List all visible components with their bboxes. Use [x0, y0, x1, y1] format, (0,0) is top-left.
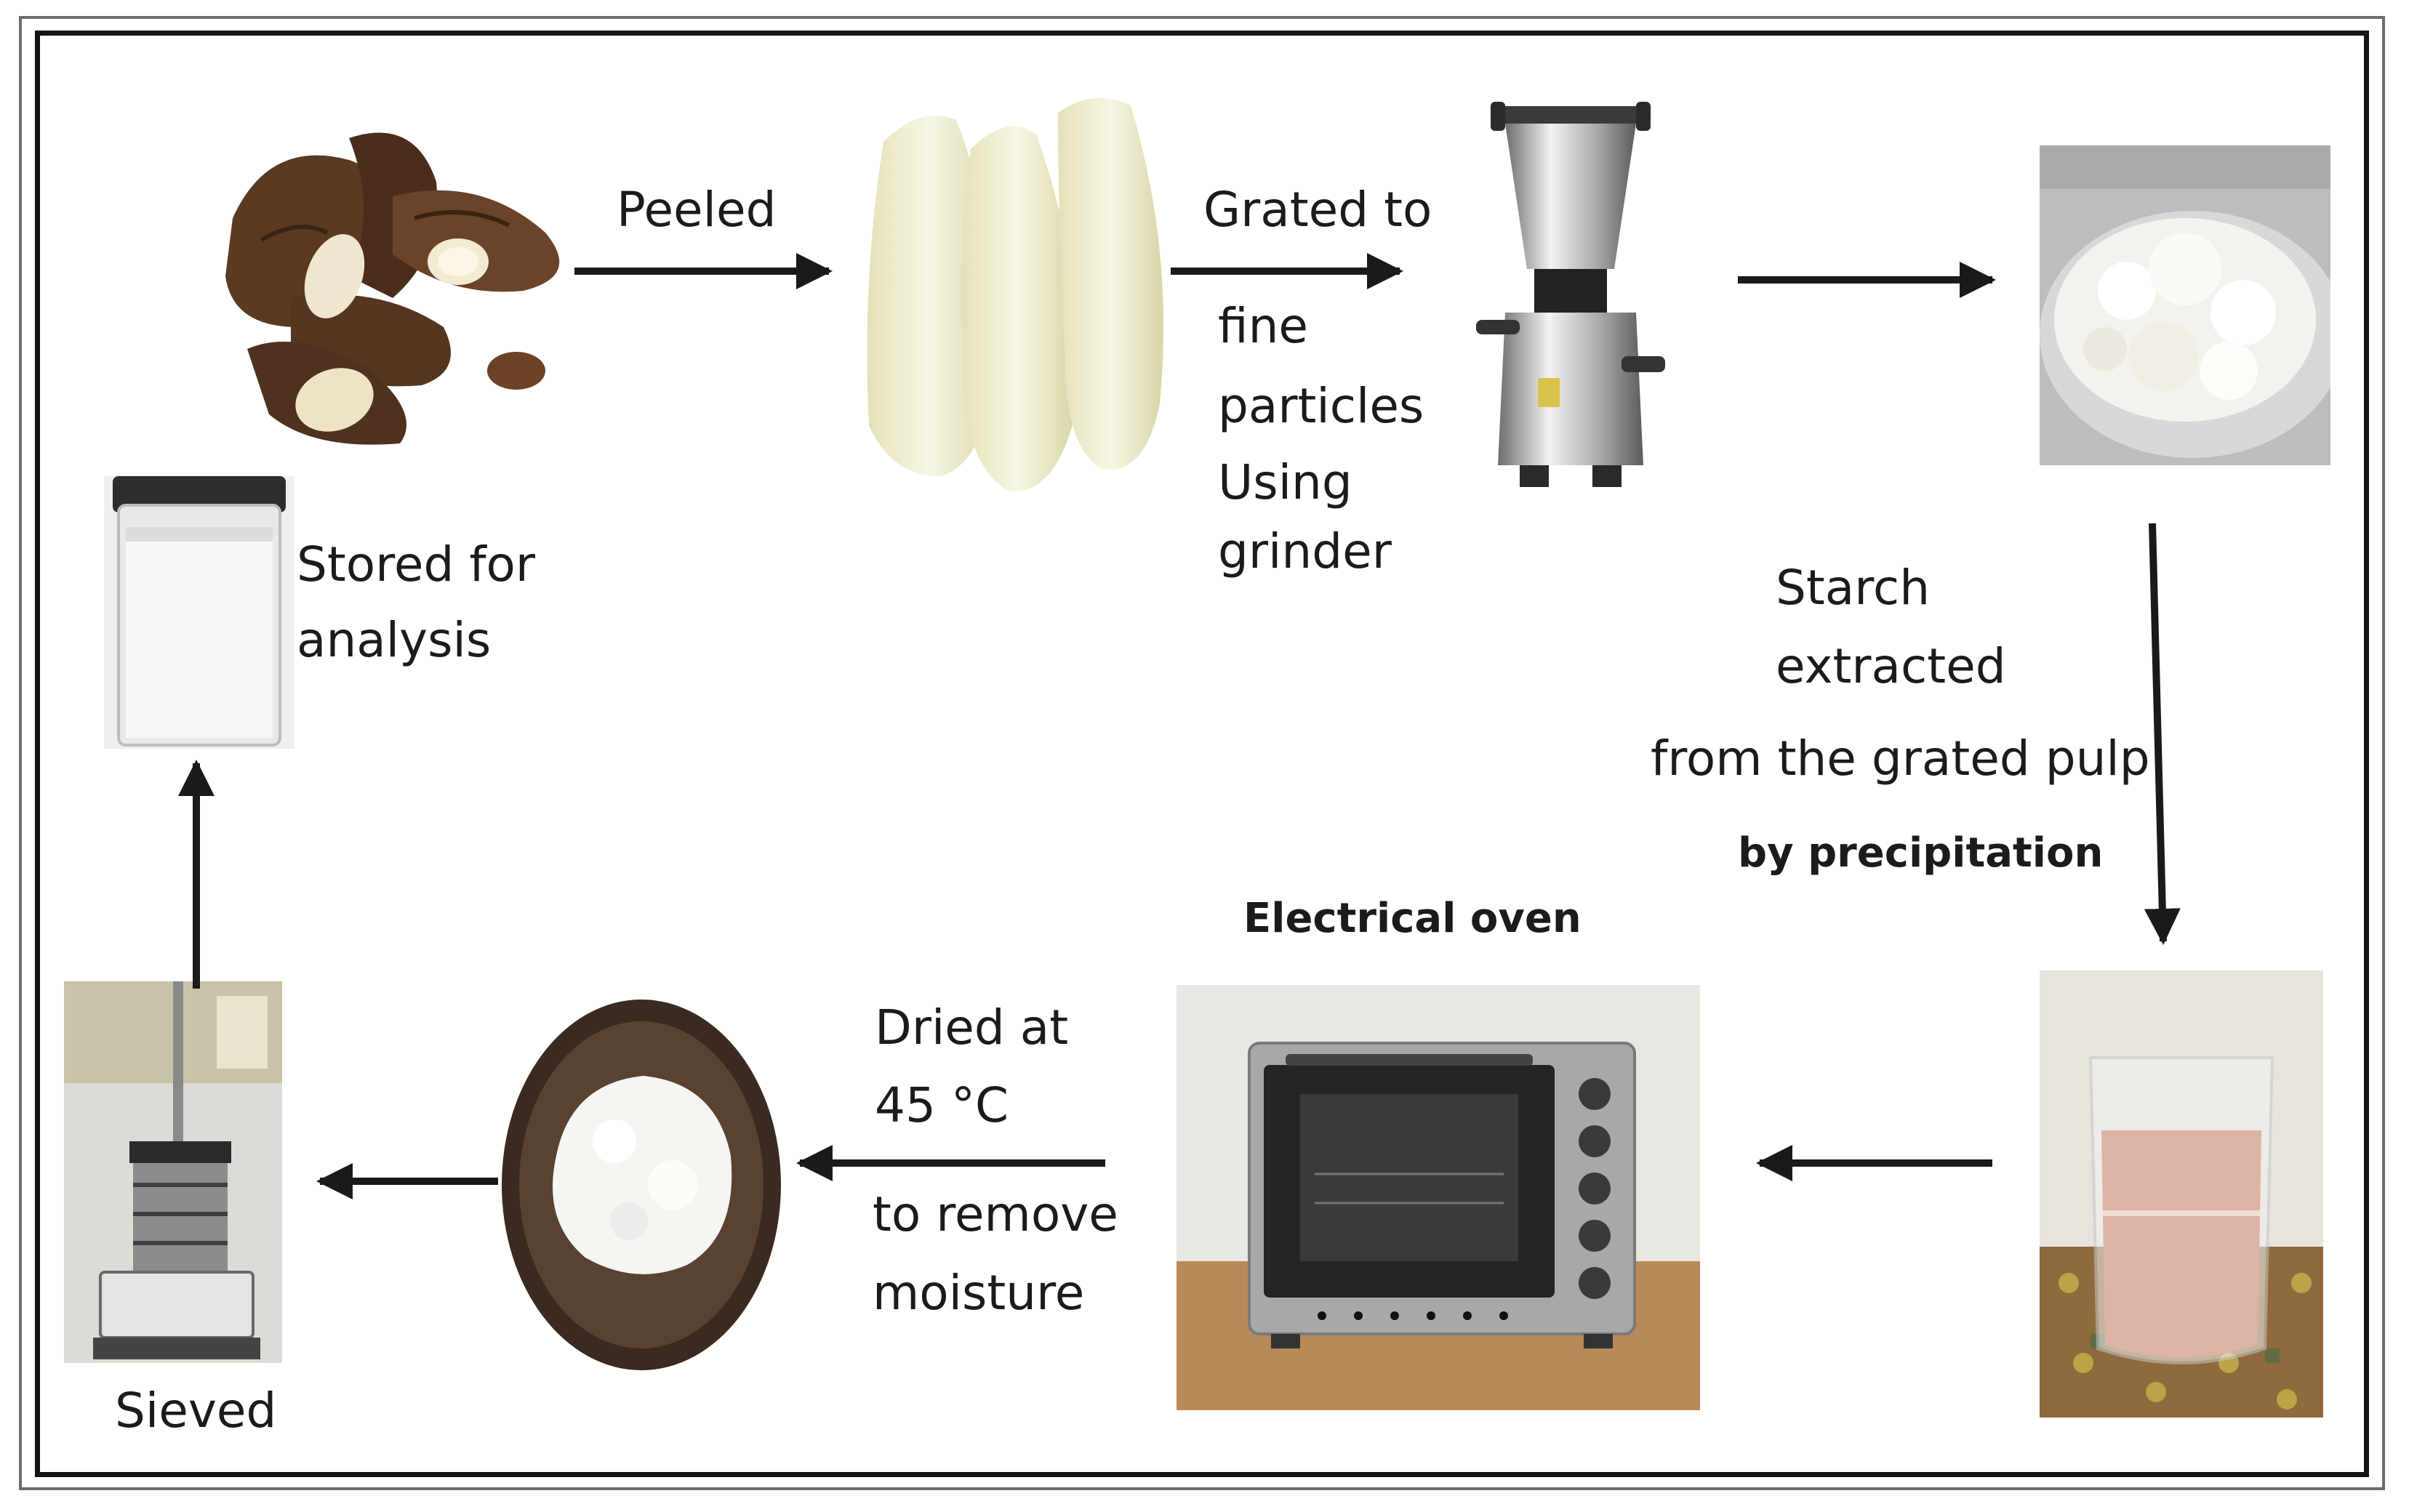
- label-grated-line2: fine: [1218, 298, 1309, 354]
- label-stored-line1: Stored for: [297, 536, 536, 592]
- label-dried-line4: moisture: [873, 1265, 1085, 1321]
- starch-beaker-image: [2040, 970, 2323, 1418]
- label-starch-line2: extracted: [1776, 638, 2006, 694]
- label-dried-line1: Dried at: [875, 1000, 1069, 1055]
- peeled-cassava-image: [854, 84, 1174, 505]
- label-starch-line4: by precipitation: [1738, 829, 2104, 877]
- label-starch-line1: Starch: [1776, 560, 1931, 616]
- dried-starch-bowl-image: [498, 996, 785, 1374]
- grinder-image: [1476, 102, 1665, 494]
- label-dried-line3: to remove: [873, 1186, 1118, 1242]
- grated-pulp-image: [2040, 145, 2330, 465]
- label-dried-line2: 45 °C: [875, 1077, 1009, 1133]
- label-grated-line1: Grated to: [1203, 182, 1432, 238]
- label-grated-line3: particles: [1218, 378, 1424, 434]
- label-grated-line5: grinder: [1218, 523, 1392, 579]
- label-electrical-oven: Electrical oven: [1243, 895, 1582, 942]
- cassava-roots-image: [204, 109, 582, 451]
- label-grated-line4: Using: [1218, 454, 1352, 510]
- storage-container-image: [104, 476, 294, 749]
- arrow-starch-extracted: [2144, 523, 2181, 945]
- label-peeled: Peeled: [617, 182, 777, 238]
- label-starch-line3: from the grated pulp: [1651, 731, 2150, 787]
- electrical-oven-image: [1177, 985, 1700, 1410]
- sieve-shaker-image: [64, 981, 282, 1363]
- label-sieved: Sieved: [115, 1383, 277, 1439]
- diagram-frame: [35, 31, 2369, 1477]
- outer-frame: [19, 16, 2385, 1490]
- label-stored-line2: analysis: [297, 612, 492, 668]
